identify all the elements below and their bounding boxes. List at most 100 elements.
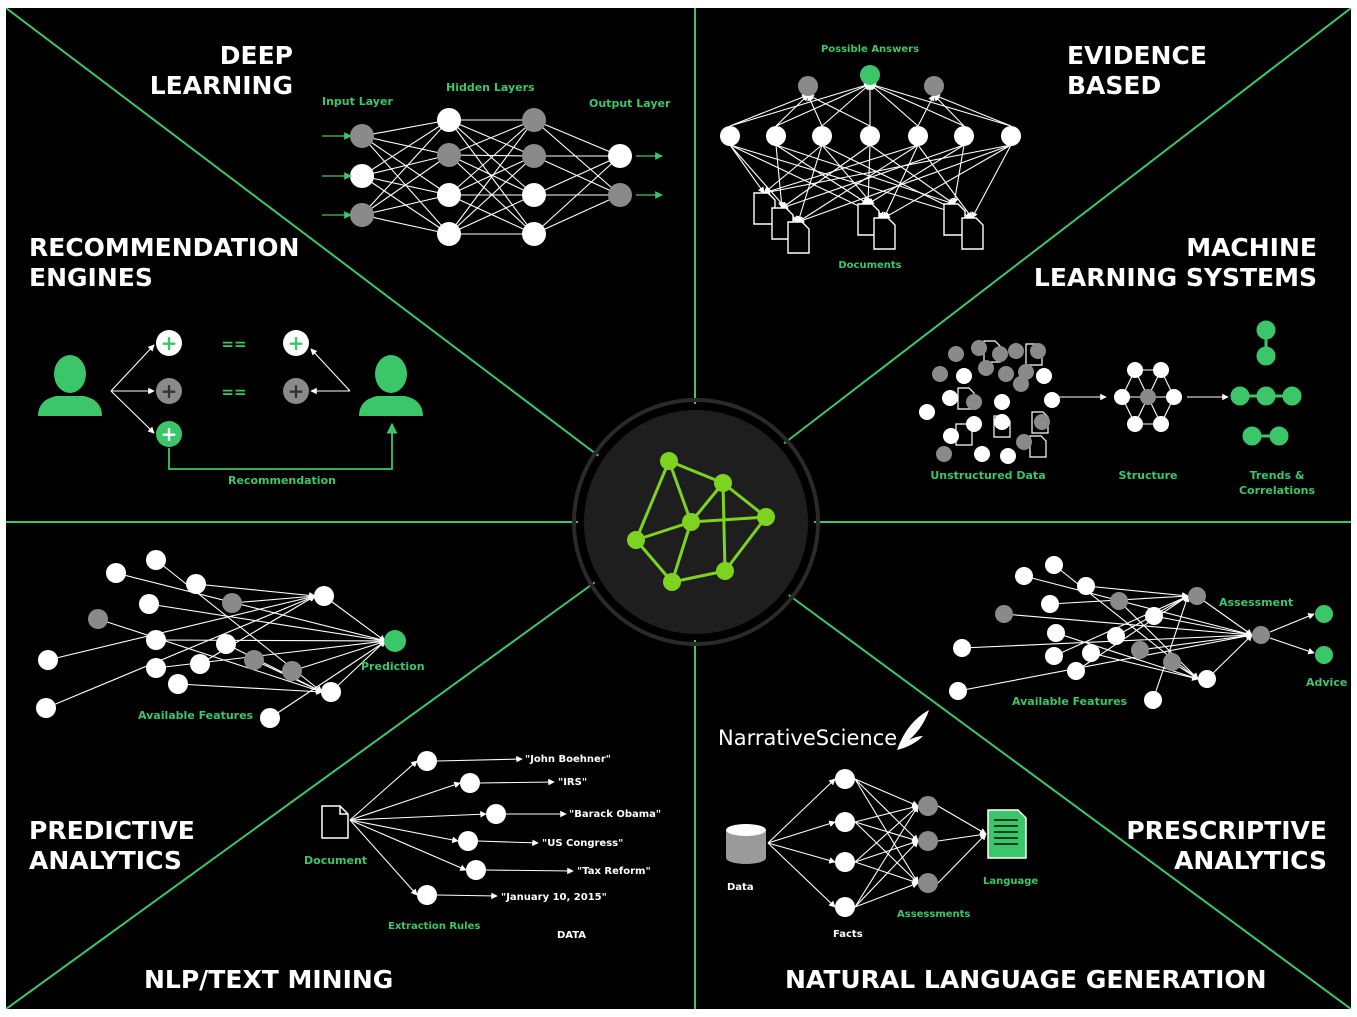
cloud-node <box>971 340 987 356</box>
nlg-edge <box>854 839 919 863</box>
entity-edge <box>477 839 539 847</box>
nn-edge <box>448 155 535 196</box>
feature-node <box>1107 627 1125 645</box>
central-hub <box>572 398 820 646</box>
evidence-title-1: EVIDENCE <box>1067 41 1207 70</box>
nlg-edge <box>854 804 919 823</box>
ev-edge <box>869 83 965 127</box>
pr-edge <box>1055 632 1199 681</box>
feature-node <box>953 639 971 657</box>
evidence-node <box>908 126 928 146</box>
hidden-layers-label: Hidden Layers <box>446 81 535 94</box>
ev-edge <box>781 144 965 210</box>
fact-node <box>835 852 855 872</box>
structure-node <box>1127 362 1143 378</box>
ev-edge <box>933 94 1012 127</box>
ev-edge <box>763 144 823 194</box>
nlg-edge <box>937 831 987 842</box>
nn-edge <box>361 119 450 216</box>
section-evidence-based: EVIDENCE BASED Possible Answers Document… <box>720 41 1207 271</box>
ev-edge <box>797 144 1012 224</box>
ev-edge <box>775 94 809 127</box>
nn-node <box>522 144 546 168</box>
feature-node <box>995 605 1013 623</box>
extraction-edge <box>349 810 487 821</box>
predictive-title-2: ANALYTICS <box>29 846 182 875</box>
nn-node <box>437 143 461 167</box>
ev-edge <box>917 94 935 127</box>
pr-edge <box>1090 652 1199 681</box>
pr-edge <box>1003 613 1253 638</box>
extraction-edge <box>349 819 459 844</box>
svg-text:+: + <box>161 331 178 355</box>
cloud-node <box>1016 434 1032 450</box>
unstructured-label: Unstructured Data <box>930 469 1045 482</box>
data-source-label: Data <box>727 882 754 893</box>
pr-edge <box>1139 632 1253 651</box>
pa-edge <box>148 603 387 644</box>
cloud-node <box>1044 392 1060 408</box>
pa-edge <box>177 683 323 695</box>
nn-node <box>608 144 632 168</box>
feature-node <box>168 674 188 694</box>
feature-node <box>222 593 242 613</box>
cloud-node <box>998 366 1014 382</box>
structure-node <box>1153 416 1169 432</box>
nlg-edge <box>767 842 836 864</box>
feature-node <box>139 594 159 614</box>
evidence-node <box>766 126 786 146</box>
cloud-node <box>936 446 952 462</box>
nn-edge <box>448 194 535 235</box>
entity-2: "Barack Obama" <box>569 809 661 820</box>
assessment-node <box>918 796 938 816</box>
ev-edge <box>796 144 823 223</box>
cloud-node <box>1018 364 1034 380</box>
ev-edge <box>869 82 1012 127</box>
ev-edge <box>821 83 871 127</box>
input-layer-label: Input Layer <box>322 95 393 108</box>
extraction-node <box>466 860 486 880</box>
section-prescriptive: PRESCRIPTIVE ANALYTICS Assessment Advice… <box>949 556 1347 875</box>
ev-edge <box>869 144 955 205</box>
cloud-node <box>992 346 1008 362</box>
extraction-rules-label: Extraction Rules <box>388 921 480 932</box>
nn-node <box>350 164 374 188</box>
divider-bottom-left <box>6 579 599 1009</box>
ev-edge <box>883 144 1012 219</box>
nn-edge <box>448 119 535 156</box>
feature-node <box>1131 641 1149 659</box>
entity-edge <box>436 755 523 763</box>
ev-edge <box>797 144 919 223</box>
advice-node <box>1315 605 1333 623</box>
pa-edge <box>269 640 387 719</box>
ev-edge <box>917 144 973 219</box>
evidence-title-2: BASED <box>1067 71 1161 100</box>
evidence-node <box>1001 126 1021 146</box>
pa-edge <box>231 593 316 604</box>
nn-edge <box>448 119 535 235</box>
feature-node <box>186 574 206 594</box>
section-predictive: PREDICTIVE ANALYTICS Prediction Availabl… <box>29 550 425 875</box>
nlg-edge <box>854 805 919 908</box>
cloud-node <box>966 394 982 410</box>
cloud-node <box>1000 448 1016 464</box>
nlg-edge <box>767 778 836 844</box>
assessment-node <box>918 831 938 851</box>
ev-edge <box>729 144 973 220</box>
pr-edge <box>1206 634 1253 680</box>
structure-node <box>1140 389 1156 405</box>
section-nlp: NLP/TEXT MINING Document "John Boehner" … <box>144 751 661 994</box>
narrative-science-logo: NarrativeScience <box>718 726 897 750</box>
ev-edge <box>775 83 871 127</box>
nlg-edge <box>854 805 919 863</box>
extraction-edge <box>349 760 418 821</box>
nn-edge <box>361 154 450 216</box>
ev-edge <box>867 144 965 205</box>
document-icon <box>321 805 349 839</box>
feature-node <box>1041 595 1059 613</box>
nn-node <box>437 108 461 132</box>
ev-edge <box>883 144 919 219</box>
pa-edge <box>195 583 316 599</box>
assessment-node <box>1252 626 1270 644</box>
feature-node <box>1015 567 1033 585</box>
